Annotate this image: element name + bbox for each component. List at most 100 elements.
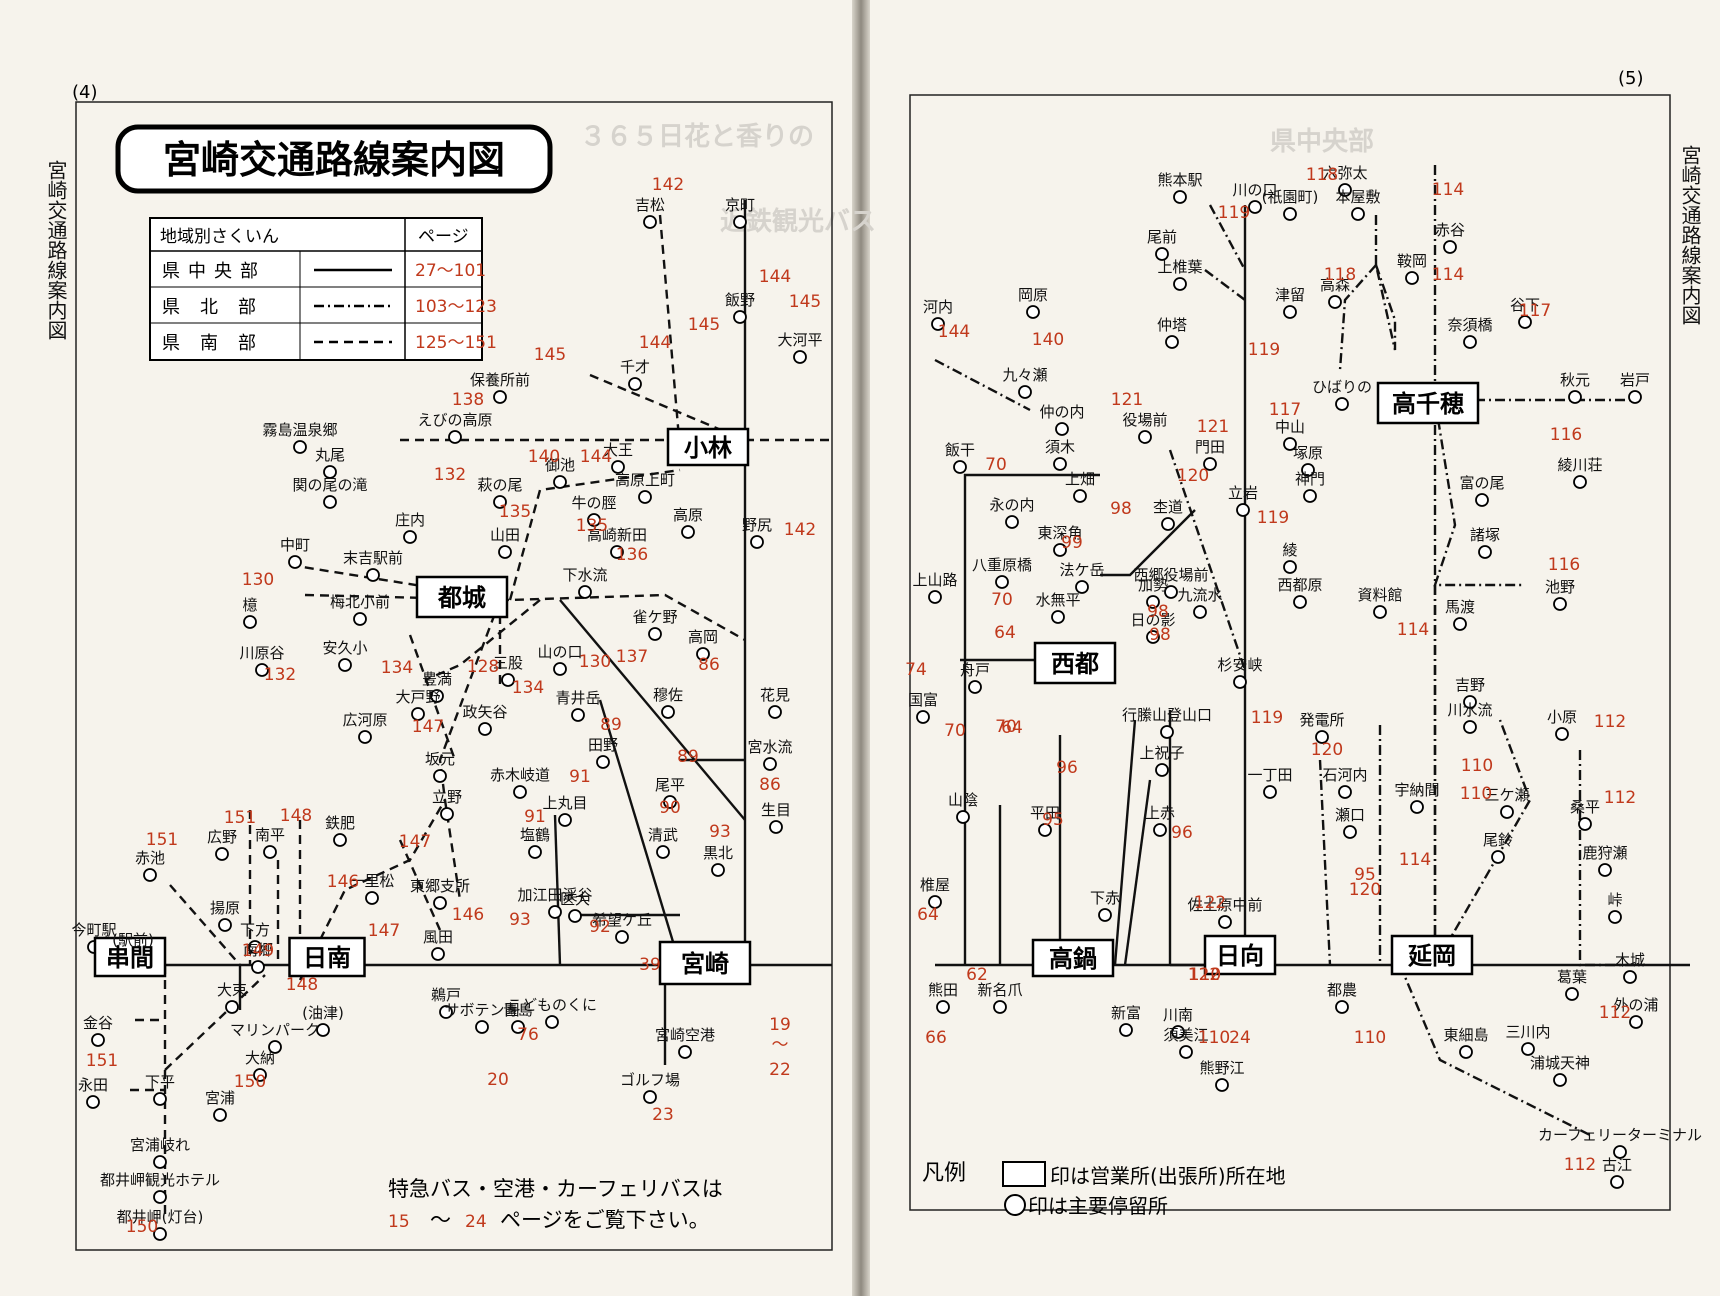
- bus-stop-circle: [248, 940, 262, 954]
- office-box: 宮崎: [658, 940, 752, 986]
- bus-stop-circle: [1491, 850, 1505, 864]
- route-page-number: 89: [677, 747, 699, 767]
- station-label: 千才: [620, 358, 650, 376]
- bus-stop-circle: [1098, 908, 1112, 922]
- right-side-title: 宮崎交通路線案内図: [1678, 145, 1702, 325]
- station-label: 国富: [908, 691, 938, 709]
- route-line: [598, 699, 682, 966]
- svg-text:３６５日花と香りの: ３６５日花と香りの: [580, 122, 814, 152]
- bus-stop-circle: [440, 807, 454, 821]
- bus-stop-circle: [1283, 560, 1297, 574]
- office-name: 小林: [684, 434, 732, 462]
- route-page-number: 99: [1061, 533, 1083, 553]
- index-row-south: 県南部: [162, 333, 276, 354]
- index-header-pages: ページ: [418, 227, 469, 247]
- station-label: 永田: [78, 1076, 108, 1094]
- route-page-number: 116: [1550, 425, 1582, 445]
- station-label: 末吉駅前: [343, 549, 403, 567]
- bus-stop-circle: [153, 1092, 167, 1106]
- route-page-number: 148: [280, 806, 312, 826]
- route-page-number: 114: [1432, 265, 1464, 285]
- bus-stop-circle: [1053, 543, 1067, 557]
- bus-stop-circle: [288, 555, 302, 569]
- bus-stop-circle: [1218, 915, 1232, 929]
- route-page-number: 116: [1548, 555, 1580, 575]
- bus-stop-circle: [993, 1000, 1007, 1014]
- station-label: 飯野: [725, 291, 755, 309]
- bus-stop-circle: [316, 1023, 330, 1037]
- route-page-number: 148: [286, 975, 318, 995]
- route-line: [1433, 719, 1532, 966]
- station-label: 保養所前: [470, 371, 530, 389]
- station-label: 関の尾の滝: [292, 476, 367, 494]
- route-page-number: 64: [917, 905, 939, 925]
- route-page-number: 112: [1599, 1003, 1631, 1023]
- left-page-number: (4): [72, 82, 98, 103]
- station-label: 揚原: [210, 899, 240, 917]
- book-gutter: [852, 0, 870, 1296]
- route-page-number: 118: [1306, 165, 1338, 185]
- station-label: 一里松: [349, 872, 394, 890]
- legend-stop-text: 印は主要停留所: [1028, 1194, 1168, 1218]
- station-label: 外の浦: [1613, 996, 1658, 1014]
- bus-stop-circle: [1629, 1015, 1643, 1029]
- station-label: 東深角: [1037, 524, 1082, 542]
- station-label: 仲塔: [1157, 316, 1187, 334]
- route-page-number: 110: [1189, 965, 1221, 985]
- bus-stop-circle: [218, 918, 232, 932]
- station-label: 秋元: [1560, 371, 1590, 389]
- station-label: 中町: [280, 536, 310, 554]
- station-label: 大納: [245, 1049, 275, 1067]
- station-label: 広河原: [342, 711, 387, 729]
- bus-stop-circle: [763, 757, 777, 771]
- station-label: 桑平: [1570, 798, 1600, 816]
- bus-stop-circle: [648, 627, 662, 641]
- station-labels: 吉松京町飯野大河平千才保養所前えびの高原霧島温泉郷丸尾関の尾の滝大王御池萩の尾牛…: [71, 164, 1702, 1226]
- bus-stop-circle: [1338, 785, 1352, 799]
- station-label: 峠: [1607, 891, 1622, 909]
- station-label: 木城: [1615, 951, 1645, 969]
- station-label: 立岩: [1228, 484, 1258, 502]
- station-label: 仲の内: [1039, 403, 1084, 421]
- office-box: 都城: [415, 575, 509, 619]
- bus-stop-circle: [1553, 597, 1567, 611]
- station-label: 山田: [490, 526, 520, 544]
- station-label: 野尻: [742, 516, 772, 534]
- bus-stop-circle: [769, 820, 783, 834]
- bus-stops: [86, 183, 1643, 1241]
- station-label: 永の内: [989, 496, 1034, 514]
- bus-stop-circle: [215, 847, 229, 861]
- station-label: 花見: [760, 686, 790, 704]
- bus-stop-circle: [1153, 823, 1167, 837]
- station-label: 高岡: [688, 628, 718, 646]
- bus-stop-circle: [1138, 430, 1152, 444]
- station-label: 平田: [1030, 804, 1060, 822]
- station-label: 赤池: [135, 849, 165, 867]
- office-name: 延岡: [1407, 942, 1456, 970]
- bus-stop-circle: [696, 647, 710, 661]
- route-page-number: 147: [399, 832, 431, 852]
- station-label: 高森: [1320, 276, 1350, 294]
- station-label: 大河平: [777, 331, 822, 349]
- bus-stop-circle: [501, 673, 515, 687]
- bus-stop-circle: [1038, 823, 1052, 837]
- office-box-frame: [415, 575, 509, 619]
- station-label: 神門: [1295, 470, 1325, 488]
- bus-stop-circle: [1553, 1073, 1567, 1087]
- station-label: 綾: [1282, 541, 1297, 559]
- station-label: 瀬口: [1335, 806, 1365, 824]
- route-page-number: 90: [659, 798, 681, 818]
- station-label: ひばりの: [1312, 378, 1372, 396]
- bus-stop-circle: [548, 905, 562, 919]
- bus-stop-circle: [365, 891, 379, 905]
- station-label: 風田: [423, 928, 453, 946]
- route-page-number: 70: [991, 590, 1013, 610]
- bus-stop-circle: [293, 440, 307, 454]
- station-label: 富の尾: [1459, 474, 1504, 492]
- station-label: 南郷: [243, 941, 273, 959]
- office-box-frame: [1203, 934, 1277, 976]
- bus-stop-circle: [1055, 422, 1069, 436]
- bus-stop-circle: [358, 730, 372, 744]
- station-label: 日の影: [1130, 611, 1175, 629]
- route-line: [1374, 264, 1397, 351]
